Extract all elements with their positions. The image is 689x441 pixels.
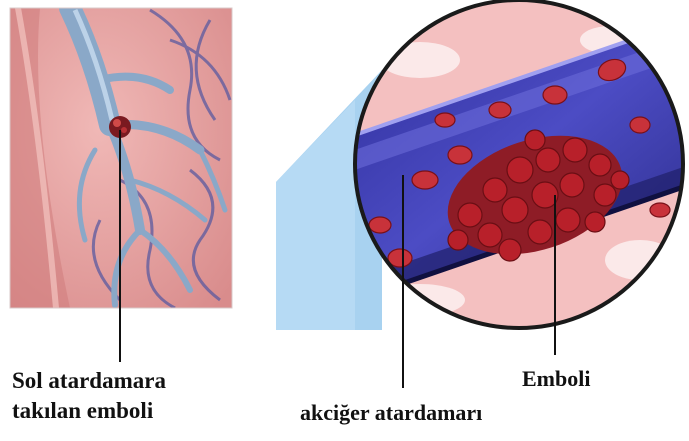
label-left-embolus: Sol atardamara takılan emboli	[12, 366, 166, 426]
label-left-line1: Sol atardamara	[12, 366, 166, 396]
label-emboli: Emboli	[522, 364, 590, 394]
label-pulmonary-artery: akciğer atardamarı	[300, 398, 482, 428]
label-left-line2: takılan emboli	[12, 396, 166, 426]
